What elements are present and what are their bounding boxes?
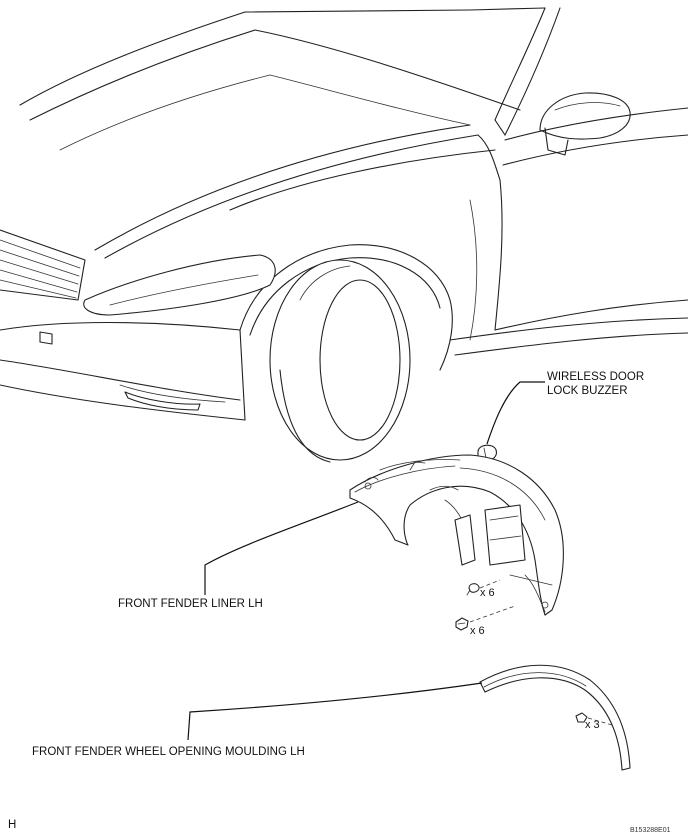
clip-dash-line	[479, 579, 501, 589]
screw-quantity-label: x 6	[470, 625, 485, 637]
wireless-buzzer-label-line1: WIRELESS DOOR	[547, 371, 645, 383]
moulding-leader-line	[187, 682, 483, 741]
moulding-clip-icon	[575, 712, 588, 723]
figure-code: B153288E01	[630, 827, 671, 834]
moulding-icon	[479, 664, 631, 771]
moulding-clip-quantity-label: x 3	[585, 719, 600, 731]
corner-mark: H	[8, 819, 17, 831]
screw-icon	[455, 617, 469, 631]
fender-liner-leader-line	[204, 501, 359, 595]
clip-quantity-label: x 6	[480, 587, 495, 599]
clip-icon	[466, 583, 480, 596]
wheel-moulding-label: FRONT FENDER WHEEL OPENING MOULDING LH	[32, 746, 305, 758]
fender-liner-label: FRONT FENDER LINER LH	[118, 598, 263, 610]
buzzer-leader-line	[486, 381, 545, 445]
wireless-buzzer-label-line2: LOCK BUZZER	[547, 385, 628, 397]
car-body-icon	[0, 7, 688, 463]
fender-liner-icon	[349, 454, 564, 616]
screw-dash-line	[469, 605, 516, 623]
